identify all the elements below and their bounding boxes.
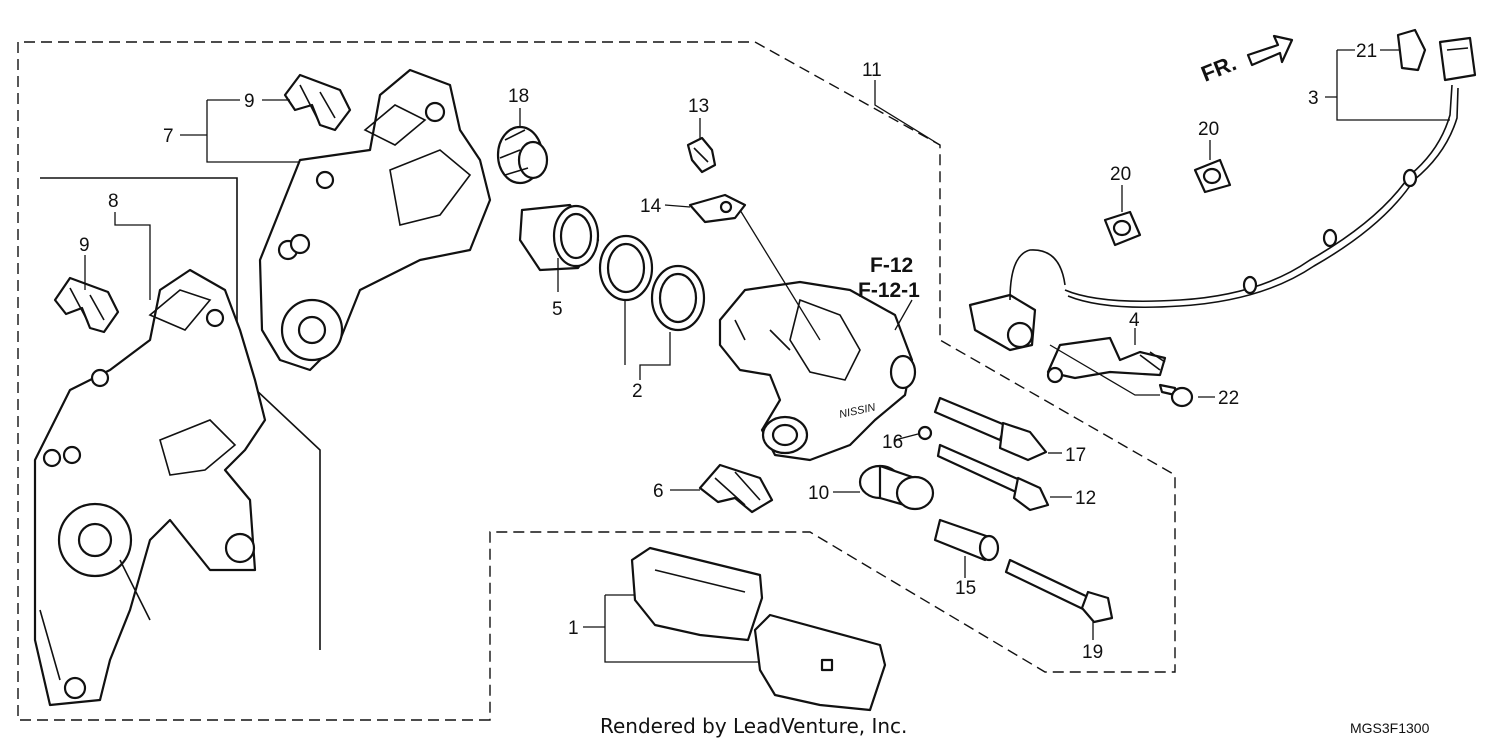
ref-f12: F-12 xyxy=(870,254,913,277)
callout-7: 7 xyxy=(163,126,174,147)
callout-9-lower: 9 xyxy=(79,235,90,256)
leader-lines xyxy=(84,49,1450,663)
callout-21: 21 xyxy=(1356,41,1377,62)
callout-14: 14 xyxy=(640,196,662,217)
pad-spring-clip-lower xyxy=(53,276,120,334)
piston-seal-set xyxy=(598,234,706,332)
callout-8: 8 xyxy=(108,191,119,212)
callout-20-left: 20 xyxy=(1110,164,1131,185)
callout-11: 11 xyxy=(862,60,882,81)
pin-bolt-b xyxy=(936,443,1050,512)
callout-5: 5 xyxy=(552,299,563,320)
callout-22: 22 xyxy=(1218,388,1239,409)
sensor-connector xyxy=(1438,36,1477,82)
pad-spring xyxy=(698,463,774,514)
wire-clamp-a xyxy=(1103,210,1142,247)
front-direction-arrow: FR. xyxy=(1198,34,1294,87)
caliper-bracket-lower xyxy=(33,268,267,707)
front-direction-label: FR. xyxy=(1198,50,1240,86)
wire-grommets xyxy=(1242,168,1418,295)
brake-pad-front xyxy=(630,546,764,642)
caliper-bracket-upper xyxy=(258,68,492,372)
callout-15: 15 xyxy=(955,578,976,599)
callout-9-upper: 9 xyxy=(244,91,255,112)
sensor-wire xyxy=(1064,84,1453,303)
sensor-wire-shadow xyxy=(1067,87,1459,309)
diagram-code: MGS3F1300 xyxy=(1350,720,1430,736)
callout-2: 2 xyxy=(632,381,643,402)
piston-boot xyxy=(496,125,549,185)
flange-bolt xyxy=(1158,383,1194,408)
caliper-body: NISSIN xyxy=(718,280,917,462)
bleeder-cap xyxy=(688,193,747,224)
assembly-outline-main xyxy=(17,41,1176,721)
pin-bolt-a xyxy=(933,396,1048,462)
bleeder-screw xyxy=(686,136,717,174)
sealing-washer xyxy=(917,425,933,441)
mounting-bolt xyxy=(1004,558,1114,624)
callout-18: 18 xyxy=(508,86,529,107)
callout-12: 12 xyxy=(1075,488,1096,509)
callout-17: 17 xyxy=(1065,445,1086,466)
wheel-speed-sensor xyxy=(968,249,1066,352)
callout-13: 13 xyxy=(688,96,709,117)
wire-clamp-b xyxy=(1193,158,1232,194)
callout-10: 10 xyxy=(808,483,829,504)
slide-pin-sleeve xyxy=(933,518,1000,562)
callout-16: 16 xyxy=(882,432,903,453)
sensor-stay xyxy=(1046,336,1167,384)
callout-1: 1 xyxy=(568,618,579,639)
ref-f12-1: F-12-1 xyxy=(858,279,920,302)
callout-6: 6 xyxy=(653,481,664,502)
pad-spring-clip-upper xyxy=(283,73,352,132)
callout-4: 4 xyxy=(1129,310,1140,331)
callout-3: 3 xyxy=(1308,88,1319,109)
callout-19: 19 xyxy=(1082,642,1103,663)
brake-pad-rear xyxy=(753,613,887,712)
callout-20-right: 20 xyxy=(1198,119,1219,140)
connector-clip xyxy=(1396,28,1427,72)
credit-text: Rendered by LeadVenture, Inc. xyxy=(600,714,907,738)
slide-pin-boot xyxy=(858,464,935,511)
caliper-piston xyxy=(518,203,600,272)
